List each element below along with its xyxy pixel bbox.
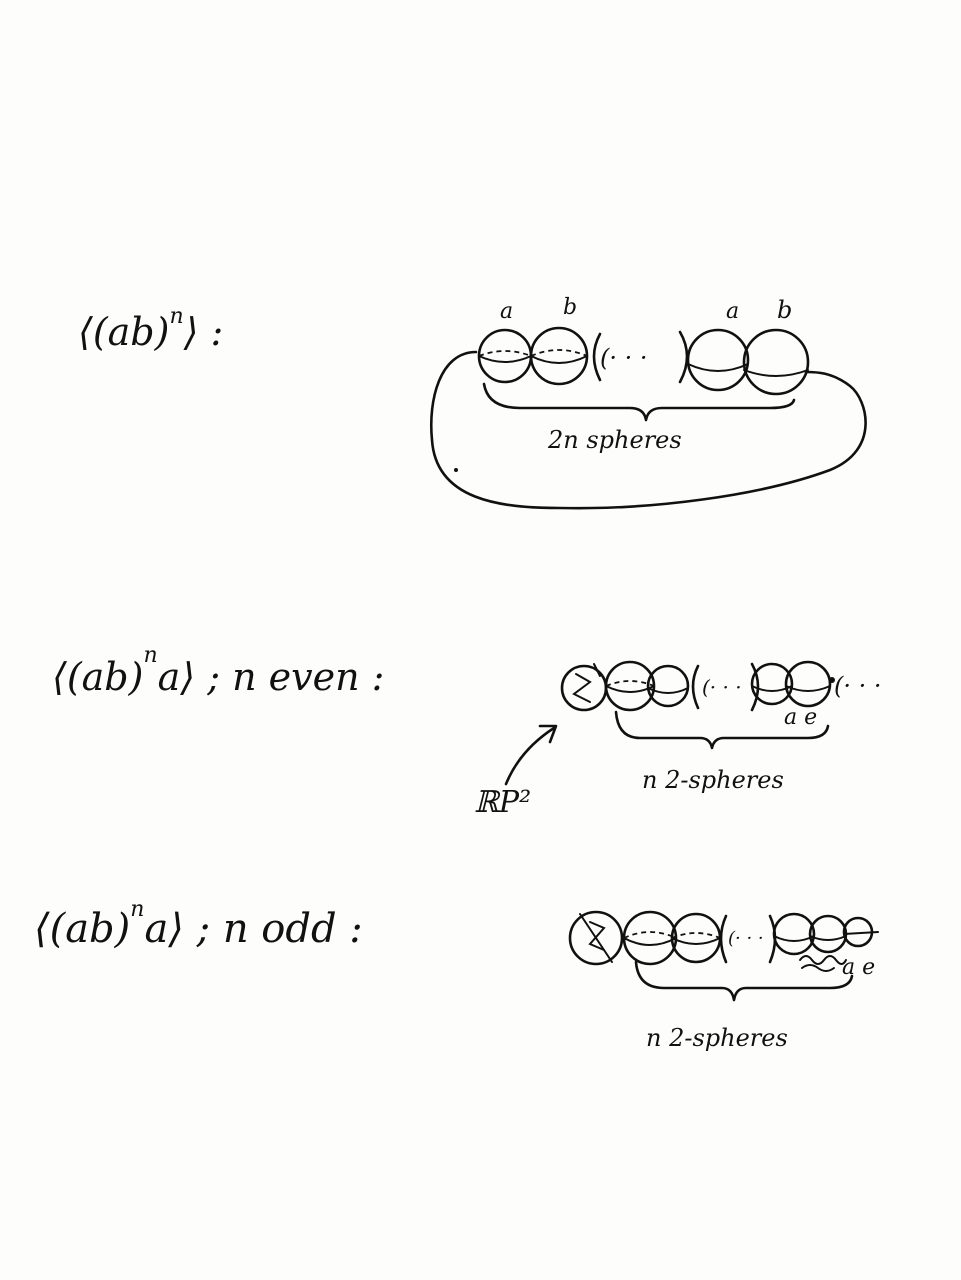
sphere-equator [478,355,532,363]
label-a-1: a [500,299,513,324]
sphere-equator [647,687,689,694]
sphere [529,326,589,386]
brace-label-3: n 2-spheres [646,1024,788,1052]
trailing-dots-2: (· · · [834,672,882,700]
sphere-equator [671,937,721,945]
ellipsis-3: (· · · [728,928,764,949]
ellipsis-1: (· · · [600,344,648,372]
brace-label-1: 2n spheres [547,426,682,454]
sphere [670,912,722,964]
section-3-formula: ⟨(ab)na⟩ ; n odd : [34,897,363,952]
bottom-labels-2: a e [784,705,817,730]
basepoint-dot [829,677,835,683]
section-2: ⟨(ab)na⟩ ; n even : (· · · (· · · a e n … [52,643,882,820]
brace-3 [634,960,854,1002]
sphere [622,910,678,966]
sphere-equator [623,937,677,946]
sphere-chain-3: (· · · [568,910,879,966]
sphere-equator [809,935,847,941]
section-2-formula: ⟨(ab)na⟩ ; n even : [52,643,384,699]
connecting-loop [430,350,867,510]
sphere [742,328,810,396]
sphere-equator-back [671,932,721,939]
sphere-equator [605,685,655,693]
rp2-disk [568,910,624,966]
rp2-hatch [588,921,606,951]
sphere-equator [530,355,588,364]
ellipsis-2: (· · · [702,675,742,699]
label-b-2: b [777,296,792,324]
section-1-formula: ⟨(ab)n⟩ : [78,304,223,354]
sphere-equator [843,931,879,935]
sphere-equator [785,685,831,692]
rp2-hatch [572,673,592,703]
sphere [686,328,750,392]
sphere-chain-1: (· · · [477,326,810,396]
sphere-partial [592,332,602,382]
sphere-partial [750,662,760,712]
sphere [772,912,816,956]
bottom-labels-3: a e [842,955,875,980]
sphere-partial [719,914,728,964]
sphere-chain-2: (· · · (· · · [560,660,882,712]
scribble [799,955,847,972]
rp2-label: ℝP² [474,785,531,820]
sphere [784,660,832,708]
sphere [477,328,533,384]
rp2-arrowhead [538,724,558,744]
sphere [646,664,690,708]
sphere-equator [773,935,815,942]
section-3: ⟨(ab)na⟩ ; n odd : (· · · a e [34,897,879,1052]
sphere-partial [691,664,700,710]
sphere-equator-back [478,350,532,357]
rp2-hatch [579,913,613,963]
brace-2 [614,710,830,750]
section-1: ⟨(ab)n⟩ : a b a b (· · · 2n spheres [78,295,867,510]
sphere [750,662,794,706]
sphere-equator-back [605,680,655,687]
sphere [808,914,848,954]
sphere-equator [687,363,749,372]
rp2-hatch [593,663,601,677]
brace-1 [482,382,796,422]
ink-dot [454,468,458,472]
rp2-arrow [504,726,556,786]
brace-label-2: n 2-spheres [642,766,784,794]
label-b-1: b [563,295,577,320]
sphere-equator-back [623,931,677,939]
label-a-2: a [726,299,739,324]
sphere-partial [678,330,689,384]
sphere-equator [743,369,809,377]
sphere-equator-back [530,349,588,357]
